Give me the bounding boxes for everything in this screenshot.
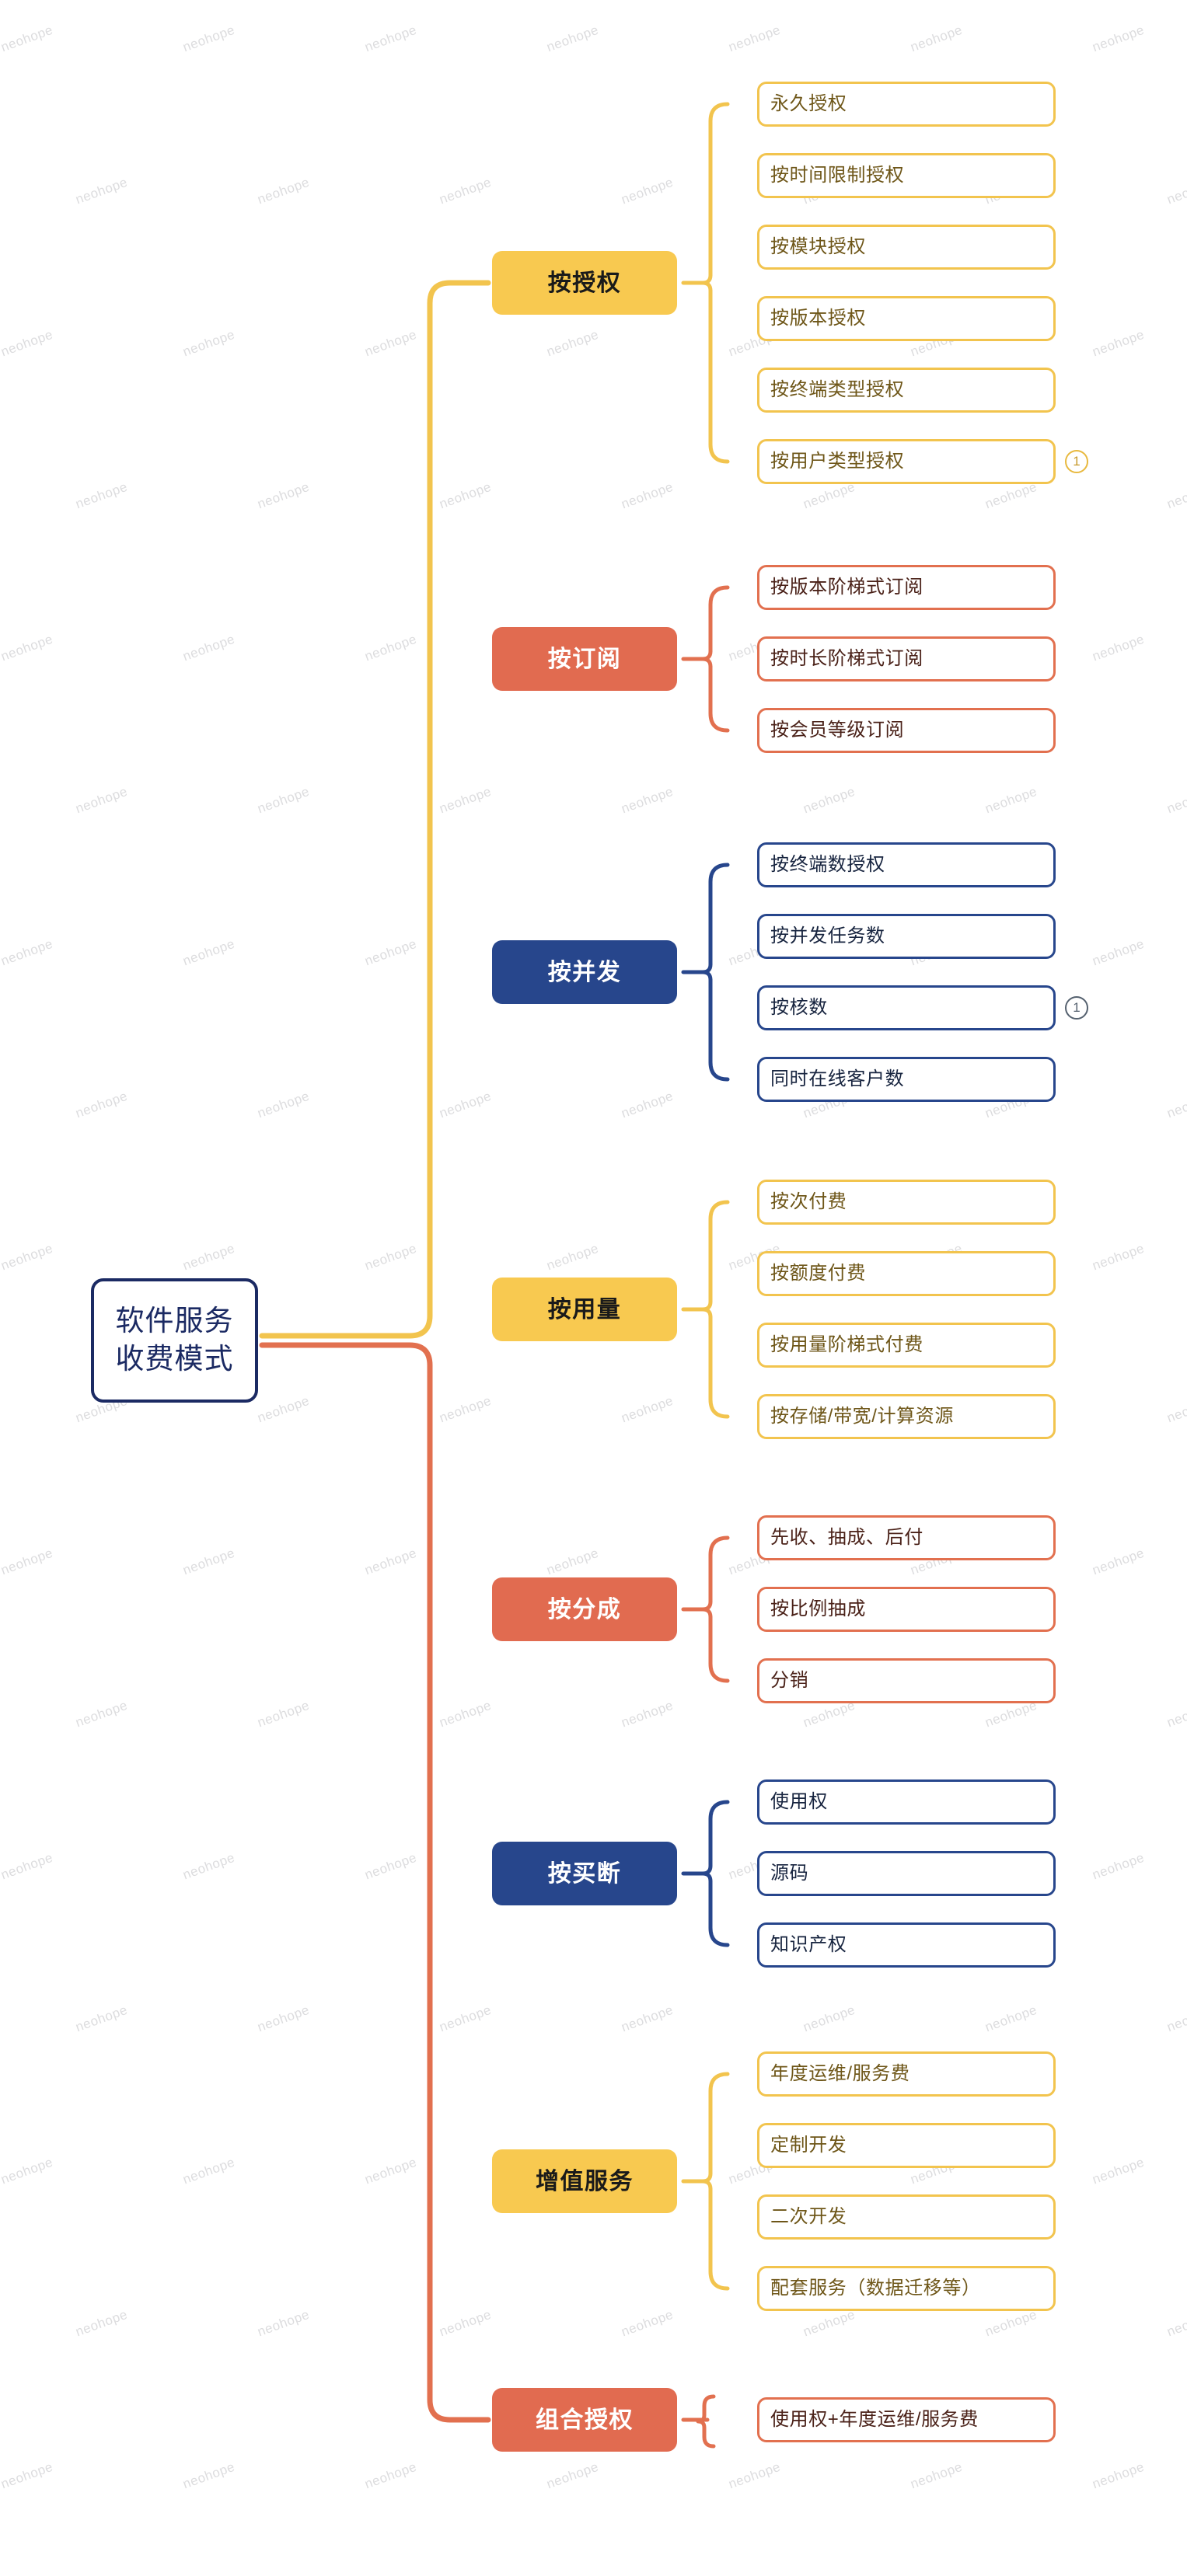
leaf-label: 按核数 [770,996,828,1018]
branch-node[interactable]: 按订阅 [492,627,677,691]
note-badge-icon[interactable]: 1 [1065,996,1088,1020]
leaf-node[interactable]: 配套服务（数据迁移等） [757,2266,1056,2311]
branch-node[interactable]: 增值服务 [492,2149,677,2213]
leaf-node[interactable]: 先收、抽成、后付 [757,1515,1056,1560]
branch-label: 组合授权 [536,2407,634,2433]
leaf-label: 使用权+年度运维/服务费 [770,2408,979,2430]
leaf-node[interactable]: 按会员等级订阅 [757,708,1056,753]
branch-node[interactable]: 按授权 [492,251,677,315]
leaf-node[interactable]: 按终端数授权 [757,842,1056,887]
branch-node[interactable]: 组合授权 [492,2388,677,2452]
leaf-node[interactable]: 按终端类型授权 [757,368,1056,413]
branch-label: 按授权 [547,270,622,296]
leaf-label: 同时在线客户数 [770,1068,905,1089]
leaf-label: 按终端数授权 [770,853,885,875]
leaf-label: 按用户类型授权 [770,450,905,472]
leaf-node[interactable]: 使用权+年度运维/服务费 [757,2397,1056,2442]
leaf-node[interactable]: 按比例抽成 [757,1587,1056,1632]
branch-label: 按分成 [547,1596,622,1623]
leaf-label: 按次付费 [770,1190,847,1212]
branch-label: 按订阅 [547,646,622,672]
leaf-label: 按并发任务数 [770,925,885,946]
branch-label: 按用量 [547,1296,622,1323]
leaf-node[interactable]: 按版本阶梯式订阅 [757,565,1056,610]
leaf-node[interactable]: 按并发任务数 [757,914,1056,959]
root-label-line1: 软件服务 [115,1305,234,1337]
root-node[interactable]: 软件服务 收费模式 [91,1278,258,1403]
leaf-node[interactable]: 按次付费 [757,1180,1056,1225]
leaf-label: 年度运维/服务费 [770,2062,910,2084]
leaf-node[interactable]: 按额度付费 [757,1251,1056,1296]
leaf-node[interactable]: 源码 [757,1851,1056,1896]
leaf-label: 知识产权 [770,1933,847,1955]
leaf-label: 按版本阶梯式订阅 [770,576,923,598]
branch-label: 增值服务 [536,2168,634,2194]
leaf-node[interactable]: 知识产权 [757,1922,1056,1968]
note-badge-icon[interactable]: 1 [1065,450,1088,473]
leaf-label: 二次开发 [770,2205,847,2227]
leaf-node[interactable]: 分销 [757,1658,1056,1703]
leaf-node[interactable]: 按版本授权 [757,296,1056,341]
root-label-line2: 收费模式 [115,1343,234,1375]
leaf-node[interactable]: 按核数 [757,985,1056,1030]
leaf-label: 按时长阶梯式订阅 [770,647,923,669]
leaf-label: 按终端类型授权 [770,378,905,400]
leaf-node[interactable]: 年度运维/服务费 [757,2051,1056,2097]
branch-node[interactable]: 按并发 [492,940,677,1004]
leaf-label: 源码 [770,1862,809,1884]
root-label: 软件服务 收费模式 [116,1302,234,1379]
leaf-node[interactable]: 按用量阶梯式付费 [757,1323,1056,1368]
leaf-node[interactable]: 定制开发 [757,2123,1056,2168]
leaf-node[interactable]: 按模块授权 [757,225,1056,270]
leaf-label: 按存储/带宽/计算资源 [770,1405,954,1427]
leaf-node[interactable]: 按时长阶梯式订阅 [757,636,1056,681]
leaf-label: 先收、抽成、后付 [770,1526,923,1548]
leaf-node[interactable]: 按时间限制授权 [757,153,1056,198]
branch-label: 按并发 [547,959,622,985]
leaf-node[interactable]: 使用权 [757,1779,1056,1825]
branch-node[interactable]: 按分成 [492,1577,677,1641]
leaf-node[interactable]: 永久授权 [757,82,1056,127]
leaf-label: 按额度付费 [770,1262,866,1284]
leaf-node[interactable]: 按用户类型授权 [757,439,1056,484]
leaf-label: 按会员等级订阅 [770,719,905,741]
leaf-node[interactable]: 二次开发 [757,2194,1056,2240]
branch-label: 按买断 [547,1860,622,1887]
leaf-label: 永久授权 [770,92,847,114]
leaf-node[interactable]: 按存储/带宽/计算资源 [757,1394,1056,1439]
branch-node[interactable]: 按用量 [492,1278,677,1341]
leaf-label: 分销 [770,1669,809,1691]
leaf-label: 使用权 [770,1790,828,1812]
leaf-label: 按模块授权 [770,235,866,257]
leaf-label: 按比例抽成 [770,1598,866,1619]
leaf-node[interactable]: 同时在线客户数 [757,1057,1056,1102]
leaf-label: 按时间限制授权 [770,164,905,186]
leaf-label: 按版本授权 [770,307,866,329]
leaf-label: 配套服务（数据迁移等） [770,2277,981,2299]
leaf-label: 定制开发 [770,2134,847,2156]
leaf-label: 按用量阶梯式付费 [770,1333,923,1355]
branch-node[interactable]: 按买断 [492,1842,677,1905]
